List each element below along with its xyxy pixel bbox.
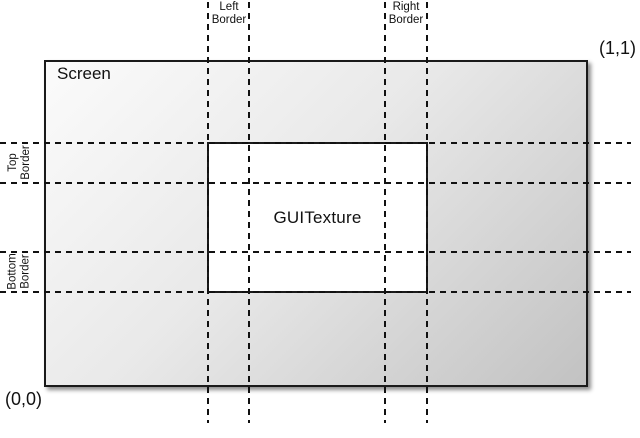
origin-coordinate-label: (0,0) xyxy=(5,389,43,409)
guitexture-rect: GUITexture xyxy=(207,142,428,293)
top-border-label-line1: Top xyxy=(6,152,19,172)
guitexture-label: GUITexture xyxy=(273,207,362,227)
bottom-border-label-line1: Bottom xyxy=(6,252,19,290)
right-border-label-line2: Border xyxy=(388,13,424,26)
top-border-label-line2: Border xyxy=(19,144,31,180)
right-border-label-line1: Right xyxy=(392,1,420,13)
right-border-guide-line-inner xyxy=(384,2,386,423)
bottom-border-guide-line-outer xyxy=(0,291,631,293)
right-border-label: Right Border xyxy=(376,1,436,26)
bottom-border-label-text: Bottom Border xyxy=(7,253,32,289)
left-border-label-line1: Left xyxy=(219,1,239,13)
left-border-guide-line-inner xyxy=(248,2,250,423)
left-border-label-line2: Border xyxy=(211,13,247,26)
top-border-guide-line-inner xyxy=(0,182,631,184)
bottom-border-label-line2: Border xyxy=(19,253,31,289)
left-border-label: Left Border xyxy=(199,1,259,26)
right-border-guide-line-outer xyxy=(426,2,428,423)
left-border-guide-line-outer xyxy=(207,2,209,423)
bottom-border-guide-line-inner xyxy=(0,251,631,253)
bottom-border-label: Bottom Border xyxy=(1,251,37,291)
top-border-label-text: Top Border xyxy=(7,145,32,180)
top-border-label: Top Border xyxy=(1,142,37,182)
top-right-coordinate-label: (1,1) xyxy=(598,38,636,58)
top-border-guide-line-outer xyxy=(0,142,631,144)
screen-label: Screen xyxy=(57,64,111,83)
